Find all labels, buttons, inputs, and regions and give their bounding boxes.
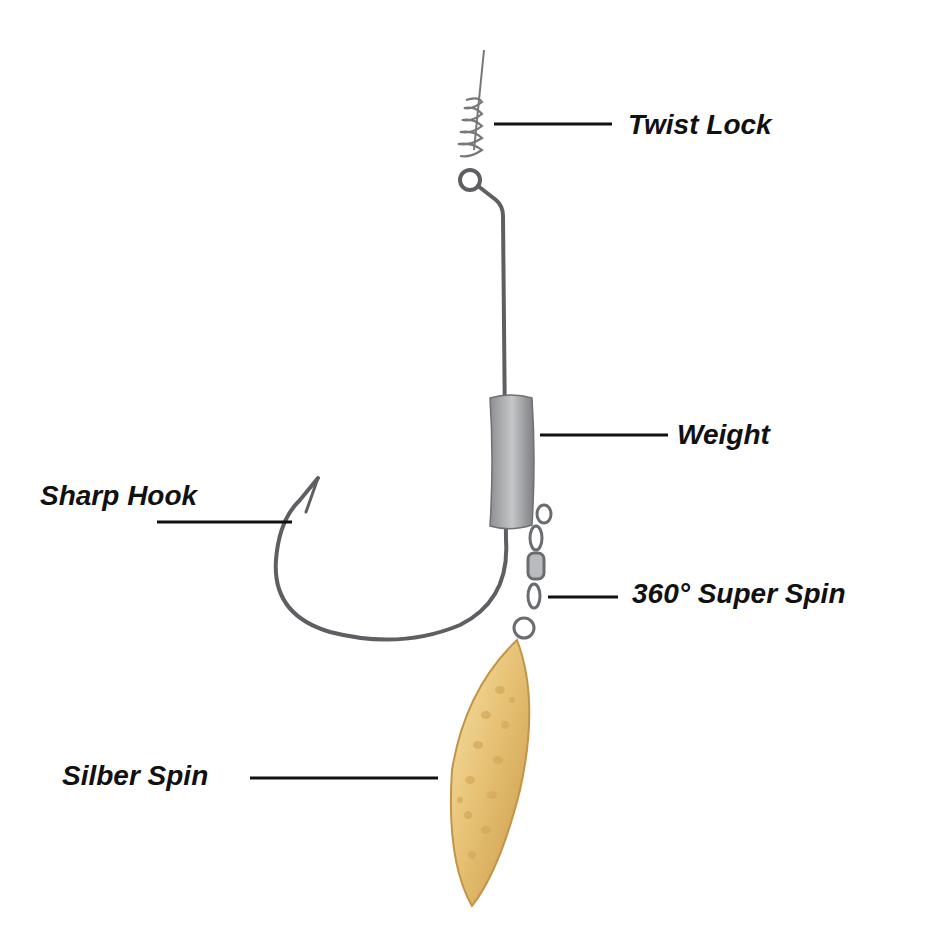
part-label: Twist Lock [628,108,772,142]
part-label: 360° Super Spin [632,577,846,611]
twist-lock [458,50,484,156]
part-label: Silber Spin [62,759,208,793]
leader-line [157,521,292,524]
leader-line [250,777,438,780]
leader-line [548,596,618,599]
swivel-ring [537,505,551,523]
leader-line [494,123,612,126]
leader-lines [157,124,668,778]
swivel-link [528,584,540,608]
blade-dimples [457,686,515,859]
hook-wire [276,170,507,640]
leader-line [540,434,668,437]
spring-coil [458,98,482,156]
swivel-barrel [528,553,544,579]
hook-barb [306,478,318,512]
willow-blade [451,640,529,906]
swivel [514,505,551,638]
hook-shank [276,186,507,640]
part-label: Weight [677,418,770,452]
lead-weight [490,395,534,529]
part-label: Sharp Hook [40,479,197,513]
swivel-link [530,526,542,550]
split-ring [514,618,534,638]
